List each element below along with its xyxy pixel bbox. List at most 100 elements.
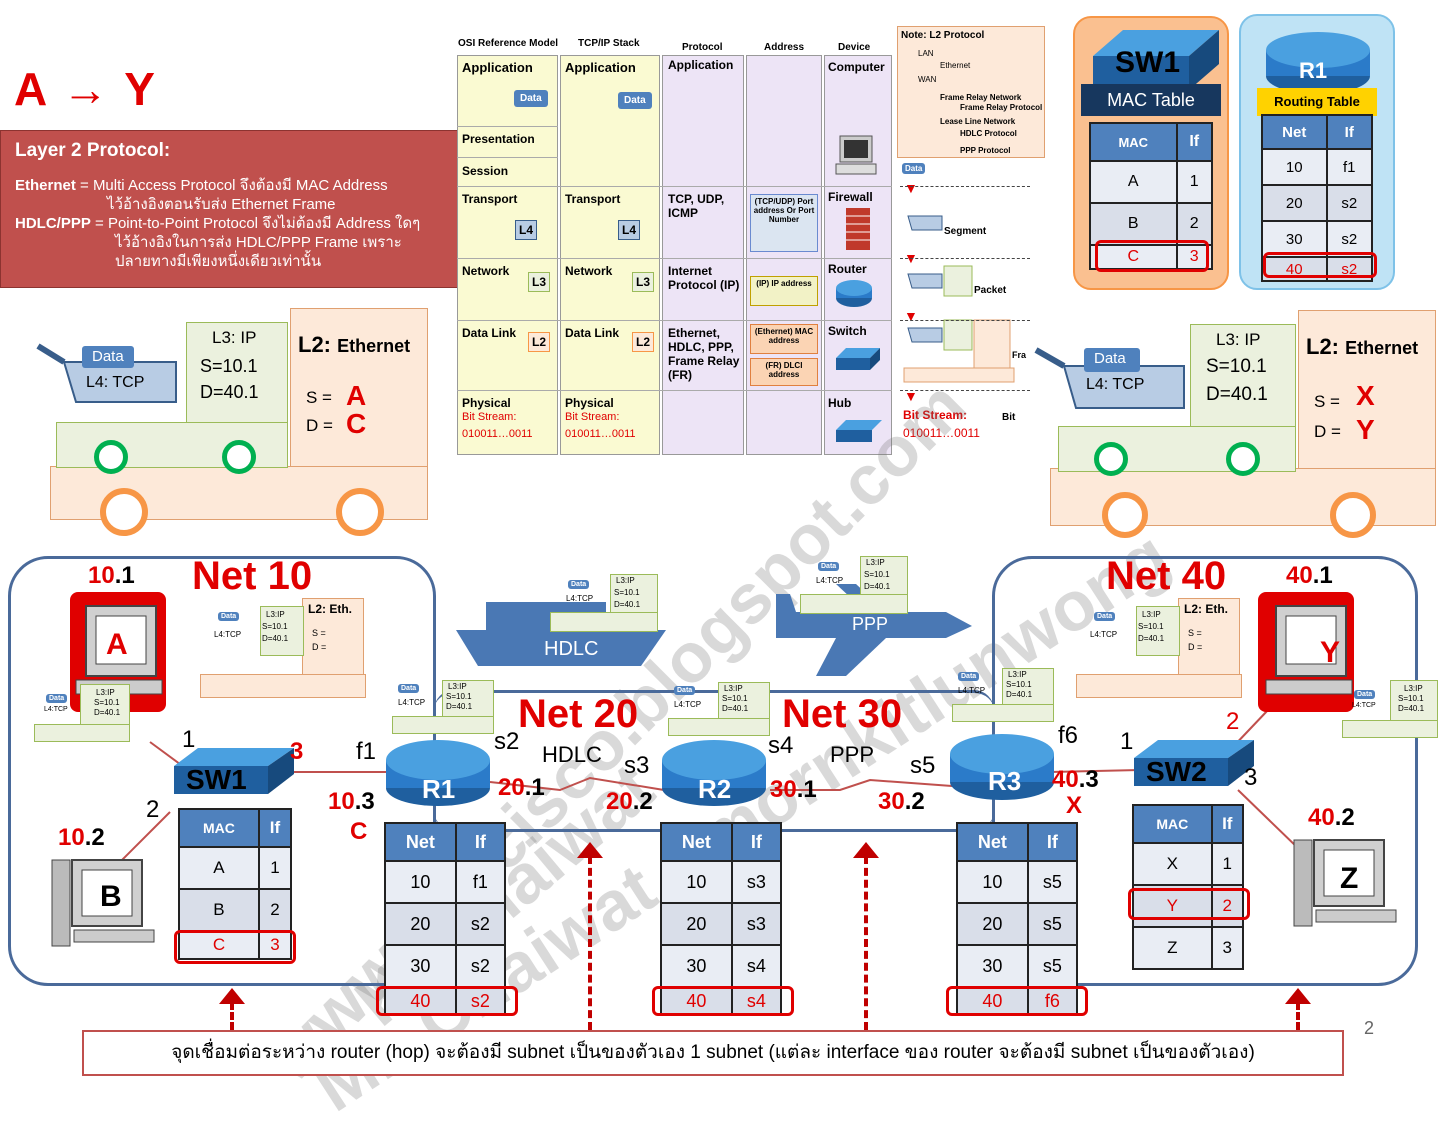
protocol-application: Application <box>668 58 734 72</box>
truck-l2-label: L2: Ethernet <box>1306 334 1419 359</box>
computer-icon <box>1293 839 1397 927</box>
tcpip-l3-box: L3 <box>632 272 655 292</box>
mini-s2: S = <box>312 628 326 638</box>
tcpip-bits: 010011…0011 <box>565 428 636 440</box>
r1-s2-ip: 20.1 <box>498 774 545 801</box>
note-frame-relay-proto: Frame Relay Protocol <box>960 103 1043 112</box>
mini-l4: L4:TCP <box>958 686 986 695</box>
mini-data: Data <box>568 580 590 589</box>
encap-bit-label: Bit <box>1002 412 1016 423</box>
hdlc-ship-label: HDLC <box>544 638 599 660</box>
r1-label: R1 <box>422 774 456 804</box>
sw2-port-1: 1 <box>1120 728 1134 755</box>
arrow-up-icon <box>1285 988 1311 1004</box>
footer-note: จุดเชื่อมต่อระหว่าง router (hop) จะต้องม… <box>82 1030 1344 1076</box>
sw1-port-1: 1 <box>182 726 196 753</box>
osi-transport: Transport <box>462 192 518 206</box>
r1-f1-mac: C <box>350 818 368 845</box>
encap-bitstream: Bit Stream: <box>903 408 968 422</box>
l4-cart-icon <box>1034 347 1185 409</box>
sw2-switch-icon <box>1134 740 1254 786</box>
protocol-column <box>662 55 744 455</box>
wheel-icon <box>1102 492 1148 538</box>
mini-data: Data <box>398 684 420 693</box>
mini-s: S=10.1 <box>446 692 472 701</box>
net40-label: Net 40 <box>1106 554 1227 598</box>
ppp-link-label: PPP <box>830 742 875 767</box>
truck-src-mac-label: S = <box>1314 392 1340 411</box>
host-a-label: A <box>106 628 128 661</box>
mini-l2: L2: Eth. <box>1184 602 1228 616</box>
tcpip-datalink: Data Link <box>565 326 620 340</box>
truck-src-mac-label: S = <box>306 388 332 407</box>
host-y-ip: 40.1 <box>1286 562 1333 589</box>
dashed-separator <box>900 258 1030 259</box>
l4-cart-icon <box>36 343 177 403</box>
mini-d: D=40.1 <box>722 704 749 713</box>
mini-packet-r1: L3:IP S=10.1 D=40.1 L4:TCP Data <box>386 680 496 736</box>
device-hub: Hub <box>828 396 852 410</box>
sw1-port-2: 2 <box>146 796 160 823</box>
r2-router-icon <box>662 740 766 806</box>
mini-d: D=40.1 <box>262 634 289 643</box>
r2-table-highlight <box>652 986 794 1016</box>
mini-l3: L3:IP <box>96 688 115 697</box>
r3-port-s5: s5 <box>910 752 936 779</box>
mini-packet-host-y: L3:IP S=10.1 D=40.1 L4:TCP Data <box>1338 680 1438 742</box>
osi-session: Session <box>462 164 509 178</box>
truck-l4-label: L4: TCP <box>1086 376 1145 393</box>
layer2-heading: Layer 2 Protocol: <box>15 140 171 161</box>
truck-src-ip: S=10.1 <box>200 356 258 376</box>
tcpip-column <box>560 55 660 455</box>
wheel-icon <box>1330 492 1376 538</box>
wheel-icon <box>100 488 148 536</box>
tcpip-bitstream: Bit Stream: <box>565 411 620 423</box>
switch-icon <box>836 348 880 370</box>
protocol-datalink: Ethernet, HDLC, PPP, Frame Relay (FR) <box>668 326 740 382</box>
note-ethernet: Ethernet <box>940 61 971 70</box>
mini-l3: L3:IP <box>1142 610 1161 619</box>
hdlc-desc-3: ปลายทางมีเพียงหนึ่งเดียวเท่านั้น <box>115 253 322 270</box>
mini-data: Data <box>46 694 68 703</box>
truck-dst-mac: C <box>346 408 367 439</box>
mini-l3: L3:IP <box>266 610 285 619</box>
r3-router-icon <box>950 734 1054 800</box>
layer2-protocol-box: Layer 2 Protocol: Ethernet = Multi Acces… <box>0 130 458 288</box>
address-mac: (Ethernet) MAC address <box>750 324 818 354</box>
mini-l4: L4:TCP <box>816 576 844 585</box>
truck-l3-label: L3: IP <box>212 328 257 347</box>
hop-arrow <box>864 856 872 1030</box>
osi-l2-box: L2 <box>528 332 551 352</box>
ppp-plane-label: PPP <box>852 614 889 634</box>
mini-d: D=40.1 <box>864 582 891 591</box>
protocol-transport: TCP, UDP, ICMP <box>668 192 725 220</box>
hop-arrow <box>588 856 596 1030</box>
dashed-separator <box>900 186 1030 187</box>
note-ppp: PPP Protocol <box>960 146 1011 155</box>
note-frame-relay-net: Frame Relay Network <box>940 93 1022 102</box>
osi-bitstream: Bit Stream: <box>462 411 517 423</box>
truck-dst-mac: Y <box>1356 414 1375 445</box>
osi-network: Network <box>462 264 510 278</box>
truck-left: Data L4: TCP L3: IP S=10.1 D=40.1 L2: Et… <box>36 308 436 538</box>
truck-src-ip: S=10.1 <box>1206 356 1267 377</box>
encap-segment-label: Segment <box>944 226 987 237</box>
sw1-card-title: MAC Table <box>1081 84 1221 116</box>
encap-bits: 010011…0011 <box>903 426 980 440</box>
note-hdlc: HDLC Protocol <box>960 129 1017 138</box>
hop-arrow <box>1296 1002 1304 1030</box>
note-wan: WAN <box>918 75 937 84</box>
mini-data: Data <box>958 672 980 681</box>
mini-l2: L2: Eth. <box>308 602 352 616</box>
net10-label: Net 10 <box>192 554 313 598</box>
osi-presentation: Presentation <box>462 132 535 146</box>
r3-table-highlight <box>946 986 1088 1016</box>
firewall-icon <box>846 208 870 250</box>
mini-data: Data <box>218 612 240 621</box>
device-header: Device <box>838 42 871 53</box>
r1-table-highlight <box>376 986 518 1016</box>
ethernet-term: Ethernet <box>15 177 76 194</box>
mini-l3: L3:IP <box>448 682 467 691</box>
net30-label: Net 30 <box>782 692 903 736</box>
